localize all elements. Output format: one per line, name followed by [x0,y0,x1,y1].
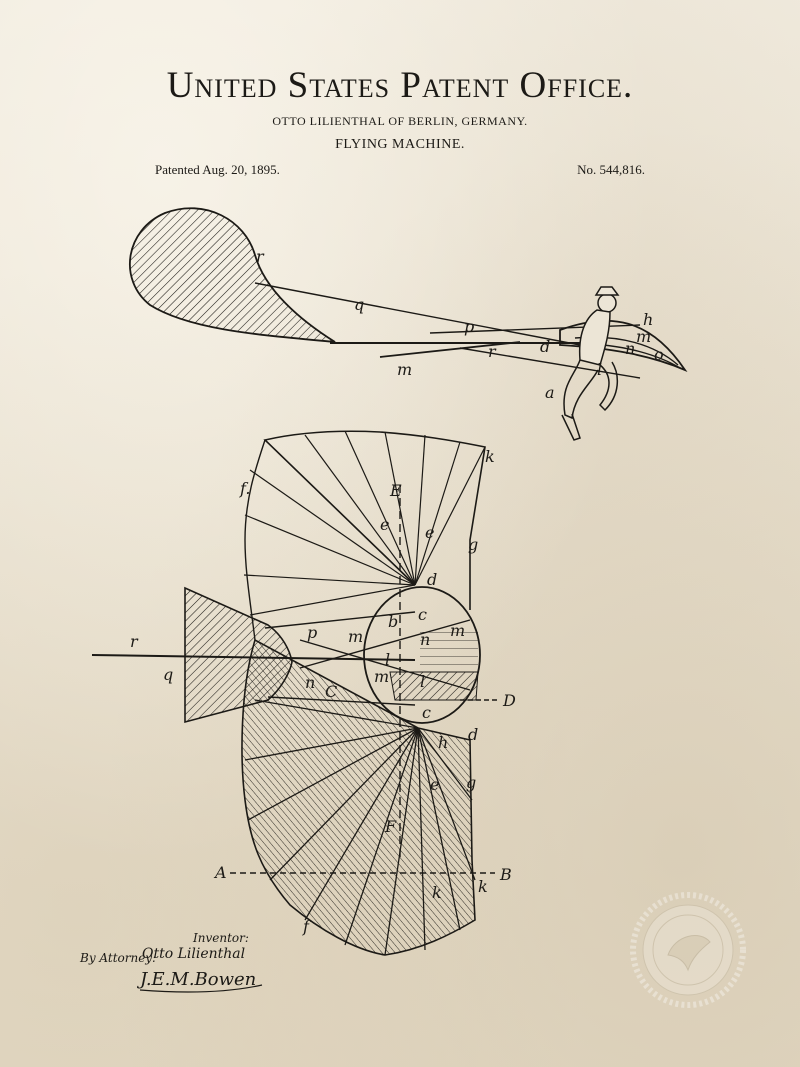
label-r: r [256,247,265,266]
label-D: D [502,691,516,710]
label-d: d [540,337,550,356]
office-heading: United States Patent Office. [166,65,634,106]
label-h: h [438,733,448,752]
label-m3: m [374,667,389,686]
patent-number: No. 544,816. [577,162,645,177]
label-e2: e [425,523,434,542]
label-m: m [348,627,363,646]
label-n: n [625,339,635,358]
tail-rudder [128,207,336,343]
label-k: k [485,447,495,466]
label-E: E [389,481,402,500]
figure-2-labels: k f. E e e g d c r q p m m b n n l l m C… [130,447,516,936]
center-hoop [363,586,481,724]
label-b: b [388,612,398,631]
label-l: l [597,360,602,379]
label-m2: m [636,327,651,346]
inventor-label: Inventor: [192,931,249,945]
eagle-seal-icon [630,892,746,1008]
label-m2: m [450,621,465,640]
label-F: F [384,817,397,836]
label-a: a [545,383,555,402]
tail-fin [184,586,293,724]
label-d2: d [468,725,478,744]
attorney-label: By Attorney: [79,951,156,965]
figure-1-side-view [128,207,688,441]
label-C: C [325,682,337,701]
label-q: q [354,295,364,314]
label-p: p [307,623,317,642]
label-n2: n [305,673,315,692]
label-e3: e [430,775,439,794]
label-k2: k [478,877,488,896]
label-k3: k [432,883,442,902]
label-e: e [380,515,389,534]
label-f: f. [239,479,250,498]
label-c: c [418,605,427,624]
label-n: n [420,630,430,649]
inventor-signature: Otto Lilienthal [142,946,245,962]
label-o: o [654,345,664,364]
inventor-line: OTTO LILIENTHAL OF BERLIN, GERMANY. [272,114,528,128]
label-B: B [499,865,512,884]
label-r: r [130,632,139,651]
label-h: h [643,310,653,329]
label-c2: c [422,703,431,722]
patent-title: FLYING MACHINE. [335,137,465,152]
label-d: d [427,570,437,589]
label-A: A [213,863,227,882]
patent-date: Patented Aug. 20, 1895. [155,162,280,177]
figure-2-plan-view [91,430,500,956]
label-f2: f [302,917,312,936]
signature-block: Inventor: Otto Lilienthal By Attorney: J… [79,931,263,993]
upper-wing [263,430,486,610]
label-p: p [464,317,474,336]
attorney-signature: J.E.M.Bowen [136,969,256,990]
lower-wing [241,638,476,956]
label-l: l [385,650,390,669]
label-l2: l [420,672,425,691]
label-g: g [468,535,478,554]
label-m: m [397,360,412,379]
pilot-figure [561,286,620,441]
label-q: q [163,665,173,684]
label-g2: g [466,773,476,792]
figure-1-labels: r q p r m h m d n o l a [256,247,664,402]
label-r2: r [488,342,497,361]
